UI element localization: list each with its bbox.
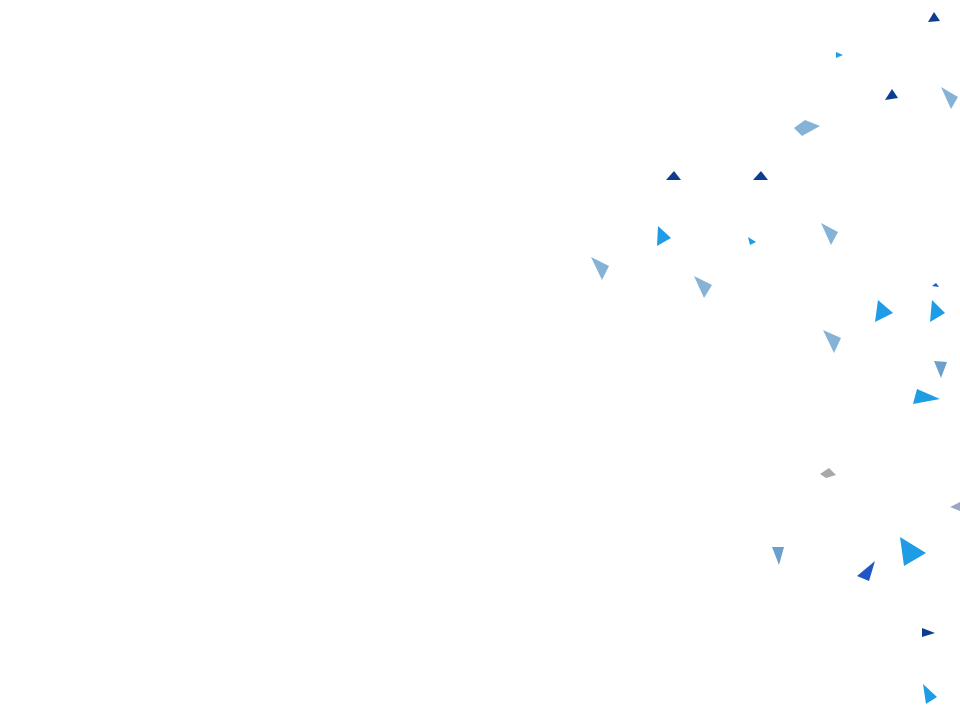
confetti-shard — [753, 171, 768, 180]
confetti-shard — [934, 361, 947, 378]
confetti-shard — [950, 502, 960, 511]
confetti-shard — [885, 89, 898, 100]
confetti-shard — [930, 300, 945, 322]
confetti-shard — [823, 330, 841, 353]
confetti-shard — [913, 389, 940, 404]
confetti-shard — [794, 120, 820, 136]
confetti-shard — [694, 276, 712, 298]
confetti-shard — [932, 283, 939, 287]
confetti-shard — [820, 468, 836, 478]
confetti-shard — [666, 171, 681, 180]
confetti-shard — [928, 12, 940, 22]
confetti-shard — [591, 257, 609, 280]
confetti-shard — [875, 300, 893, 322]
confetti-shard — [922, 628, 935, 637]
confetti-shard — [657, 226, 671, 246]
confetti-shard — [821, 223, 838, 245]
confetti-shard — [923, 684, 937, 704]
confetti-shard — [772, 547, 784, 565]
confetti-shard — [900, 537, 926, 566]
confetti-shard — [748, 237, 756, 245]
confetti-shard — [857, 561, 875, 581]
confetti-shard — [941, 87, 958, 109]
confetti-shard — [836, 52, 843, 58]
